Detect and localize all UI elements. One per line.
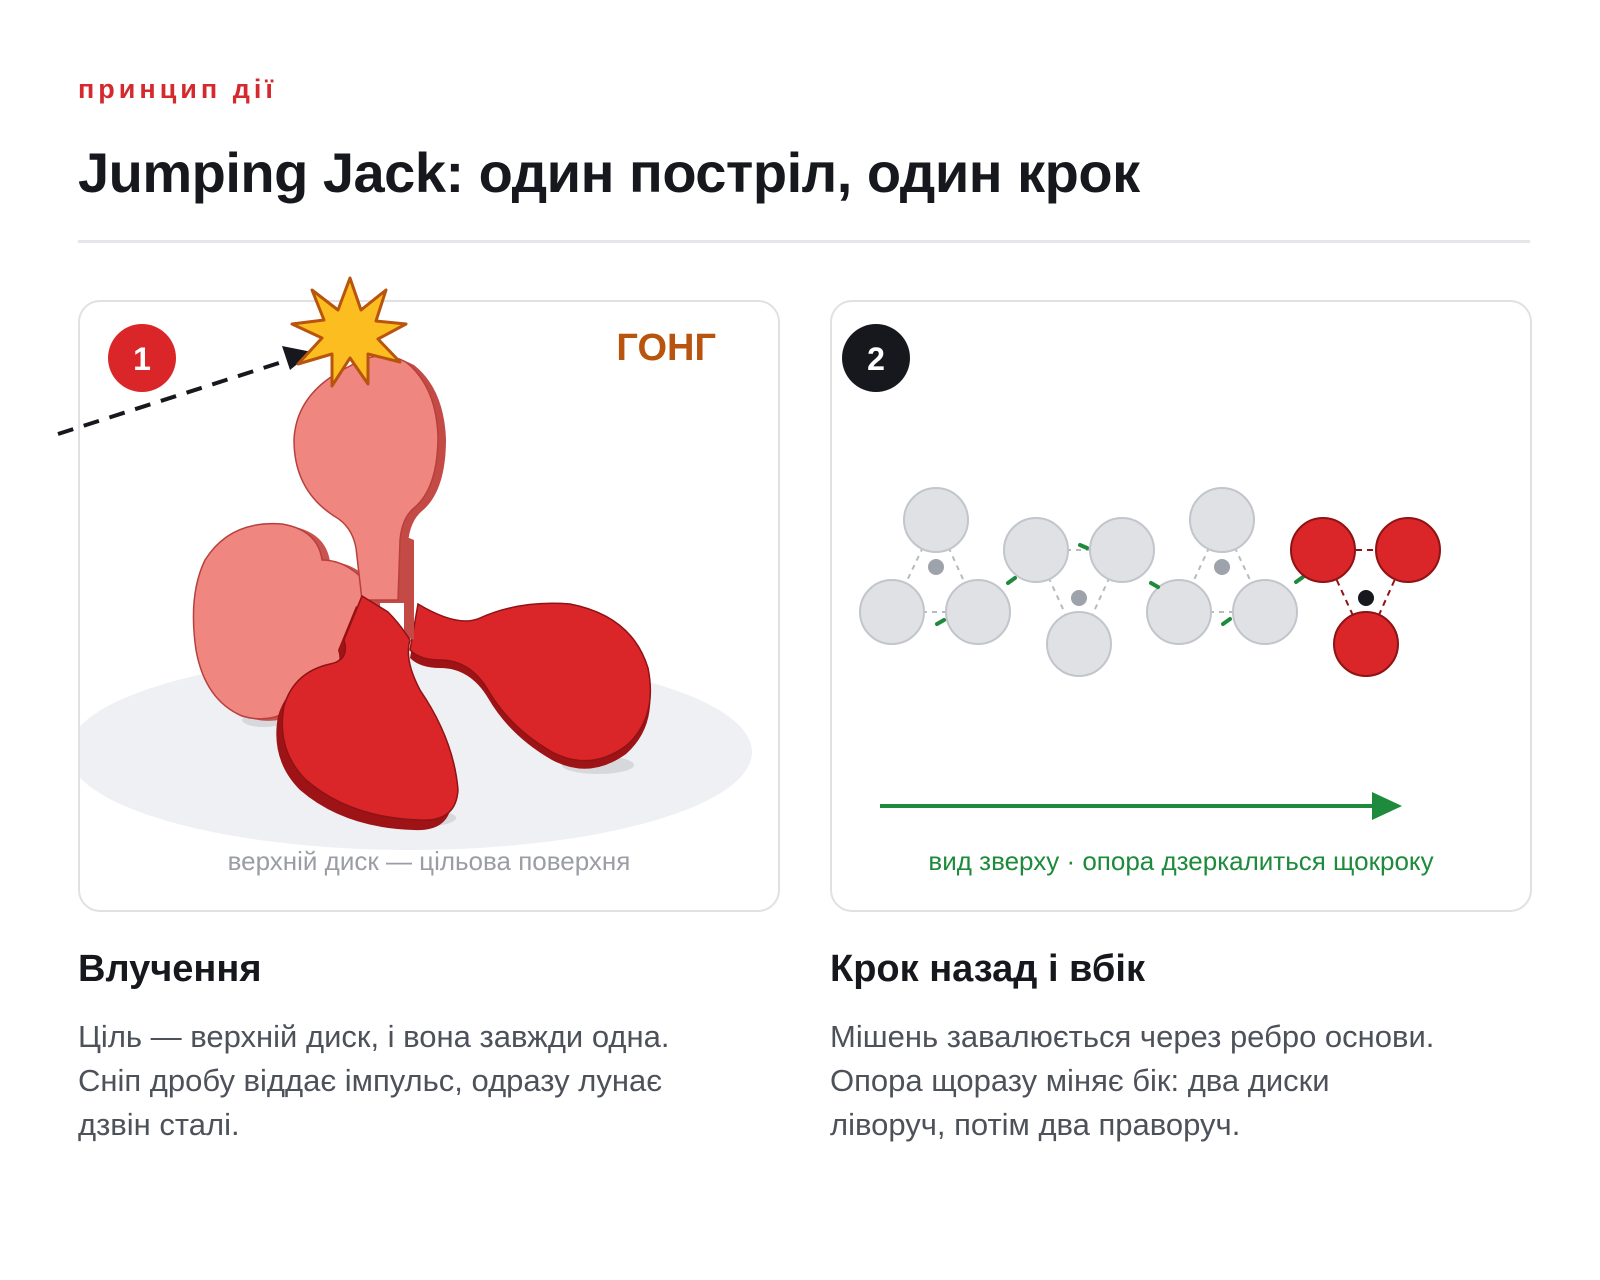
panel-step-caption: вид зверху · опора дзеркалиться щокроку xyxy=(928,846,1434,876)
header-divider xyxy=(78,240,1530,243)
section-body-line: дзвін сталі. xyxy=(78,1107,240,1142)
section-heading-step: Крок назад і вбік xyxy=(830,948,1145,990)
section-heading-hit: Влучення xyxy=(78,948,262,990)
section-body-line: ліворуч, потім два праворуч. xyxy=(830,1107,1241,1142)
panel-hit xyxy=(78,300,780,912)
section-body-line: Сніп дробу віддає імпульс, одразу лунає xyxy=(78,1063,663,1098)
panel-step xyxy=(830,300,1532,912)
section-body-step: Мішень завалюється через ребро основи. О… xyxy=(830,1015,1530,1147)
section-body-hit: Ціль — верхній диск, і вона завжди одна.… xyxy=(78,1015,778,1147)
page-title: Jumping Jack: один постріл, один крок xyxy=(78,141,1140,204)
panel-hit-caption: верхній диск — цільова поверхня xyxy=(227,846,631,876)
eyebrow-label: принцип дії xyxy=(78,74,277,104)
section-body-line: Мішень завалюється через ребро основи. xyxy=(830,1019,1435,1054)
section-body-line: Ціль — верхній диск, і вона завжди одна. xyxy=(78,1019,670,1054)
section-body-line: Опора щоразу міняє бік: два диски xyxy=(830,1063,1330,1098)
